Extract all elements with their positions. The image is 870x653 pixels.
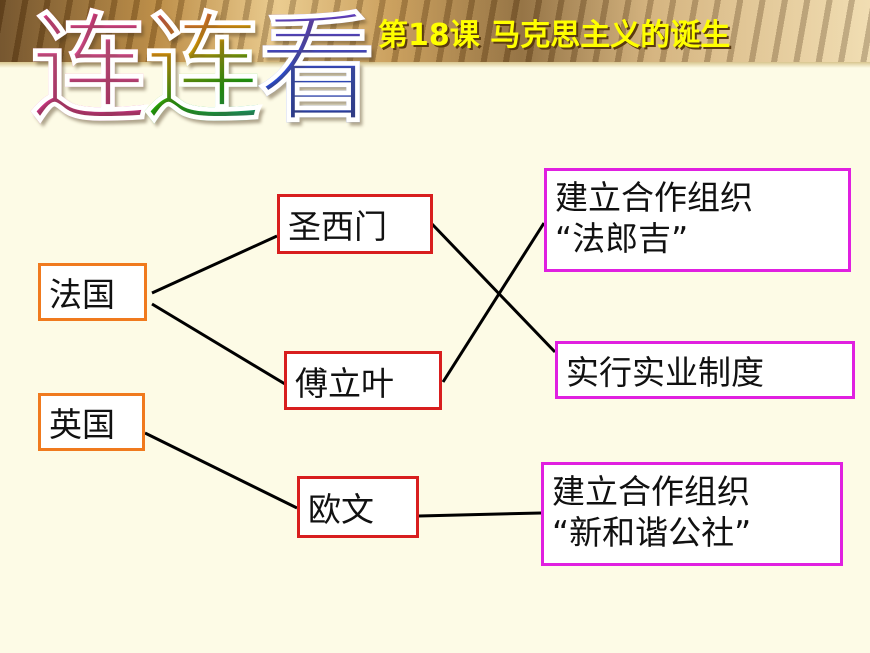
title-char-2: 连 xyxy=(144,0,263,138)
line-france-saint-simon xyxy=(151,234,278,295)
header-banner-fade xyxy=(0,62,870,68)
action-line: 建立合作组织 xyxy=(555,178,753,217)
title-char-1: 连 xyxy=(29,0,148,138)
action-industrial-system[interactable]: 实行实业制度 xyxy=(555,341,855,399)
country-label: 英国 xyxy=(49,405,115,444)
line-saint-simon-industrial xyxy=(430,222,557,354)
action-line: “法郎吉” xyxy=(555,219,689,259)
lesson-title: 第18课 马克思主义的诞生 xyxy=(378,18,731,53)
country-britain[interactable]: 英国 xyxy=(38,393,145,451)
header-banner xyxy=(0,0,870,62)
line-fourier-phalanstere xyxy=(441,222,546,383)
person-fourier[interactable]: 傅立叶 xyxy=(284,351,442,410)
person-label: 傅立叶 xyxy=(295,363,394,403)
country-france[interactable]: 法国 xyxy=(38,263,147,321)
action-new-harmony[interactable]: 建立合作组织 “新和谐公社” xyxy=(541,462,843,566)
line-france-fourier xyxy=(151,302,286,386)
action-phalanstere[interactable]: 建立合作组织 “法郎吉” xyxy=(544,168,851,272)
country-label: 法国 xyxy=(49,275,115,314)
action-line: “新和谐公社” xyxy=(552,513,752,553)
action-line: 建立合作组织 xyxy=(552,472,750,511)
person-saint-simon[interactable]: 圣西门 xyxy=(277,194,433,254)
title-char-3: 看 xyxy=(258,0,377,138)
person-owen[interactable]: 欧文 xyxy=(297,476,419,538)
line-owen-new-harmony xyxy=(418,511,542,518)
matching-title: 连连看 xyxy=(29,3,376,134)
person-label: 欧文 xyxy=(308,490,374,529)
line-britain-owen xyxy=(144,431,298,510)
action-line: 实行实业制度 xyxy=(566,353,764,392)
person-label: 圣西门 xyxy=(288,207,387,246)
